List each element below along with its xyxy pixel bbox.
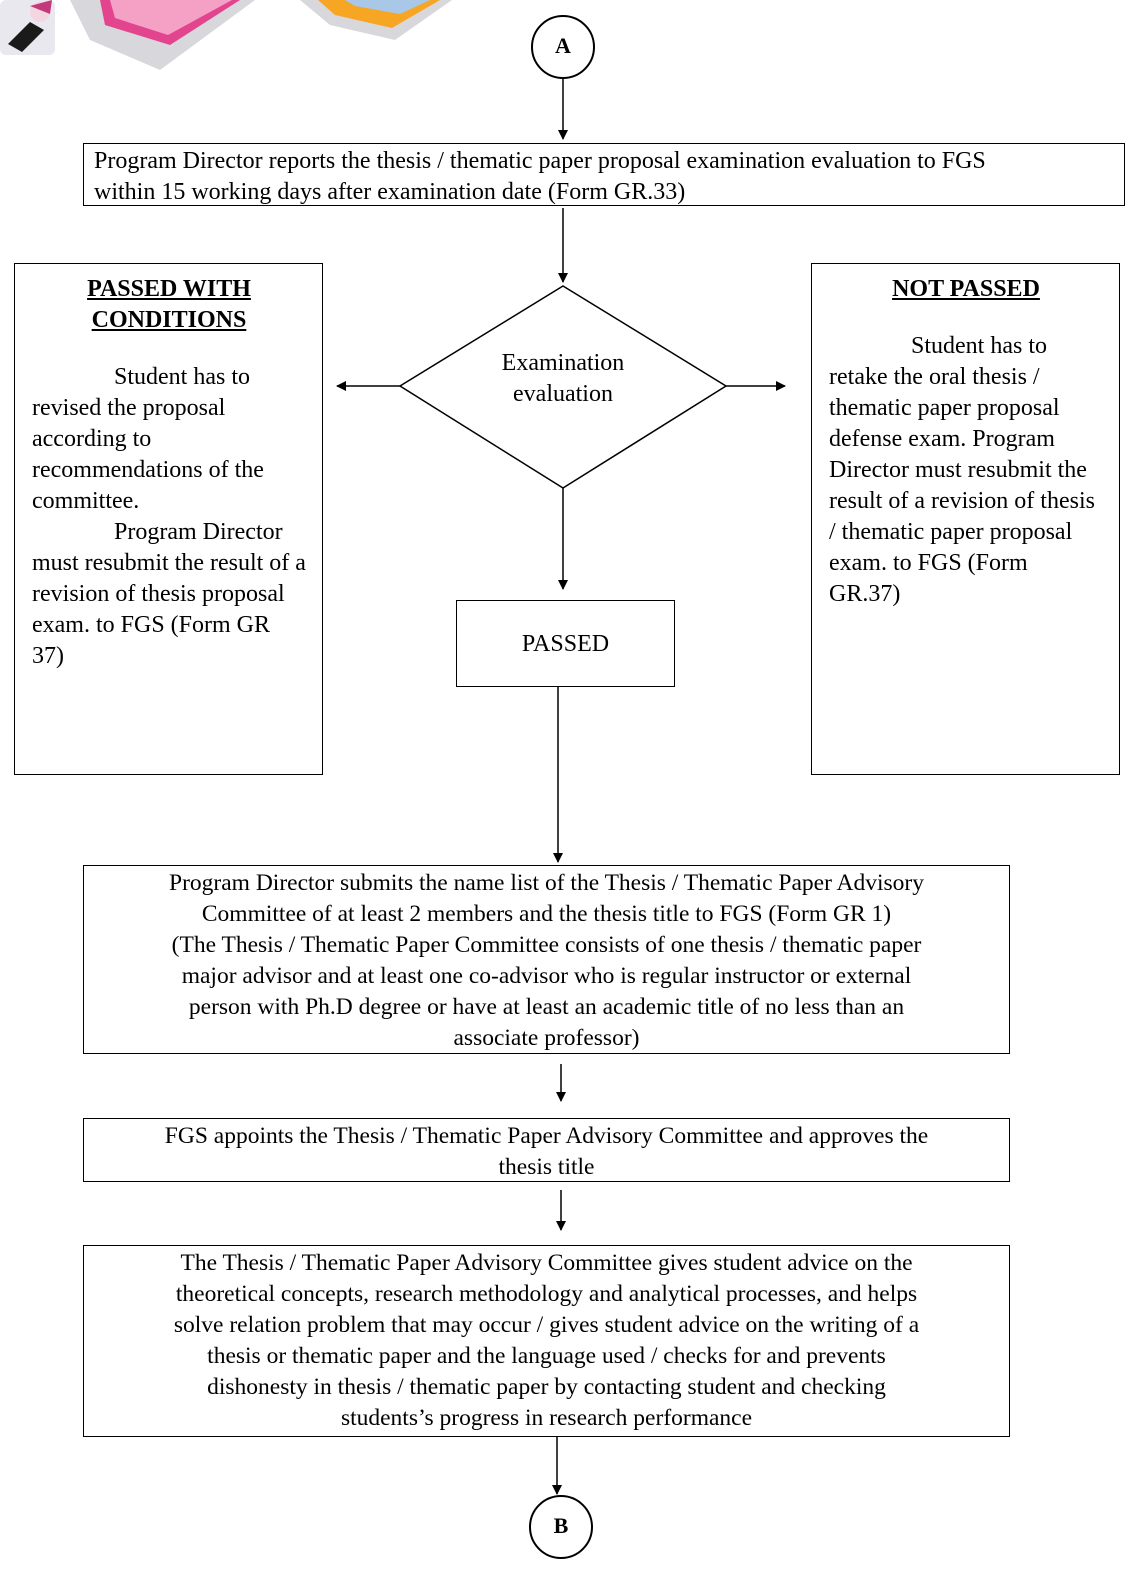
step-advice-line2: theoretical concepts, research methodolo… — [175, 1281, 918, 1307]
decision-line2: evaluation — [513, 381, 613, 407]
passed-with-conditions-title-line2: CONDITIONS — [91, 307, 247, 333]
not-passed-para1: Student has to retake the oral thesis / … — [829, 333, 1095, 607]
step-advice-line3: solve relation problem that may occur / … — [173, 1312, 920, 1338]
step-appoint-line2: thesis title — [498, 1154, 595, 1180]
step-committee-box: Program Director submits the name list o… — [83, 865, 1010, 1054]
step-report-line1: Program Director reports the thesis / th… — [94, 148, 986, 174]
step-advice-line5: dishonesty in thesis / thematic paper by… — [207, 1374, 886, 1400]
step-advice-box: The Thesis / Thematic Paper Advisory Com… — [83, 1245, 1010, 1437]
decision-line1: Examination — [501, 350, 625, 376]
connector-b-label: B — [553, 1513, 569, 1538]
step-committee-line2: Committee of at least 2 members and the … — [201, 901, 892, 927]
passed-label: PASSED — [521, 631, 610, 657]
step-committee-line5: person with Ph.D degree or have at least… — [188, 994, 905, 1020]
decision-label: Examination evaluation — [463, 348, 663, 410]
not-passed-title: NOT PASSED — [892, 276, 1040, 302]
step-appoint-line1: FGS appoints the Thesis / Thematic Paper… — [164, 1123, 929, 1149]
passed-box: PASSED — [456, 600, 675, 687]
step-committee-line6: associate professor) — [453, 1025, 640, 1051]
step-appoint-box: FGS appoints the Thesis / Thematic Paper… — [83, 1118, 1010, 1182]
step-advice-line1: The Thesis / Thematic Paper Advisory Com… — [180, 1250, 913, 1276]
step-report-line2: within 15 working days after examination… — [94, 179, 686, 205]
step-report-box: Program Director reports the thesis / th… — [83, 143, 1125, 206]
decorative-illustration — [0, 0, 452, 70]
passed-with-conditions-box: PASSED WITH CONDITIONS Student has to re… — [14, 263, 323, 775]
not-passed-box: NOT PASSED Student has to retake the ora… — [811, 263, 1120, 775]
connector-a-label: A — [555, 33, 571, 58]
step-advice-line6: students’s progress in research performa… — [340, 1405, 753, 1431]
step-committee-line4: major advisor and at least one co-adviso… — [181, 963, 912, 989]
step-advice-line4: thesis or thematic paper and the languag… — [207, 1343, 886, 1369]
step-committee-line3: (The Thesis / Thematic Paper Committee c… — [171, 932, 922, 958]
connector-b-circle — [529, 1495, 593, 1559]
passed-with-conditions-para2: Program Director must resubmit the resul… — [32, 519, 306, 669]
step-committee-line1: Program Director submits the name list o… — [169, 870, 924, 896]
passed-with-conditions-title-line1: PASSED WITH — [87, 276, 251, 302]
passed-with-conditions-para1: Student has to revised the proposal acco… — [32, 364, 264, 514]
passed-with-conditions-title: PASSED WITH CONDITIONS — [32, 274, 306, 336]
